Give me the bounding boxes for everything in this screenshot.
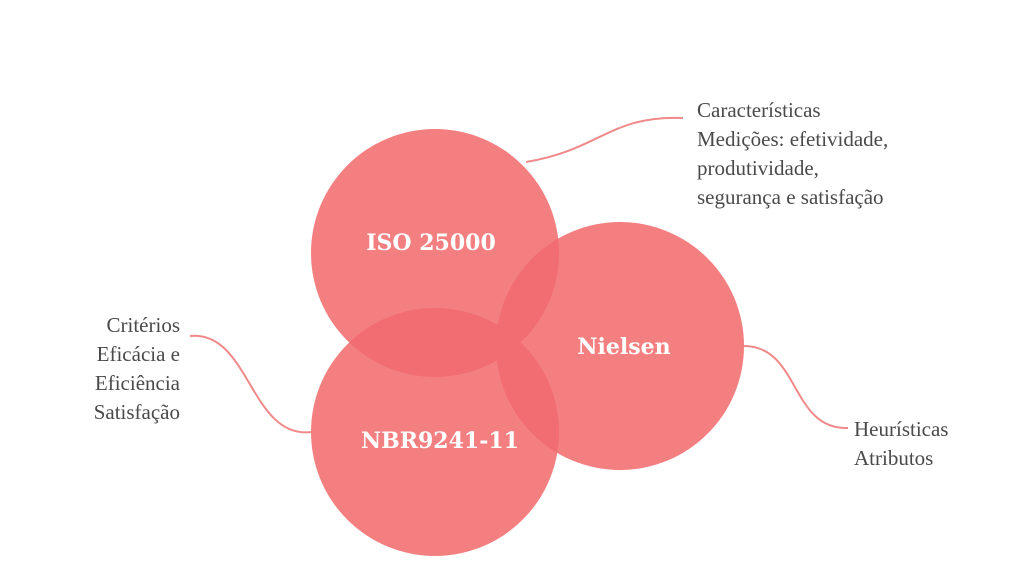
nbr9241-11-circle <box>311 308 559 556</box>
nbr-connector-line <box>189 334 313 434</box>
nielsen-circle <box>496 222 744 470</box>
nielsen-label: Nielsen <box>577 334 670 360</box>
nielsen-annotation-line: Heurísticas <box>854 417 949 441</box>
iso-annotation-line: produtividade, <box>697 156 819 180</box>
nbr-annotation-line: Satisfação <box>93 400 180 424</box>
iso-25000-circle <box>311 129 559 377</box>
nbr-annotation: Critérios Eficácia e Eficiência Satisfaç… <box>94 311 180 427</box>
nielsen-annotation: Heurísticas Atributos <box>854 415 948 473</box>
nbr-annotation-line: Eficiência <box>94 371 180 395</box>
nielsen-connector-line <box>742 344 849 430</box>
nielsen-annotation-line: Atributos <box>854 446 934 470</box>
nbr9241-11-label: NBR9241-11 <box>361 428 519 454</box>
iso-annotation: Características Medições: efetividade, p… <box>697 96 888 212</box>
iso-annotation-line: segurança e satisfação <box>697 185 884 209</box>
iso-annotation-line: Medições: efetividade, <box>697 127 889 151</box>
nbr-annotation-line: Eficácia e <box>96 342 180 366</box>
nbr-annotation-line: Critérios <box>106 313 181 337</box>
iso-connector-line <box>525 116 684 163</box>
iso-annotation-line: Características <box>697 98 821 122</box>
iso-25000-label: ISO 25000 <box>366 230 496 256</box>
